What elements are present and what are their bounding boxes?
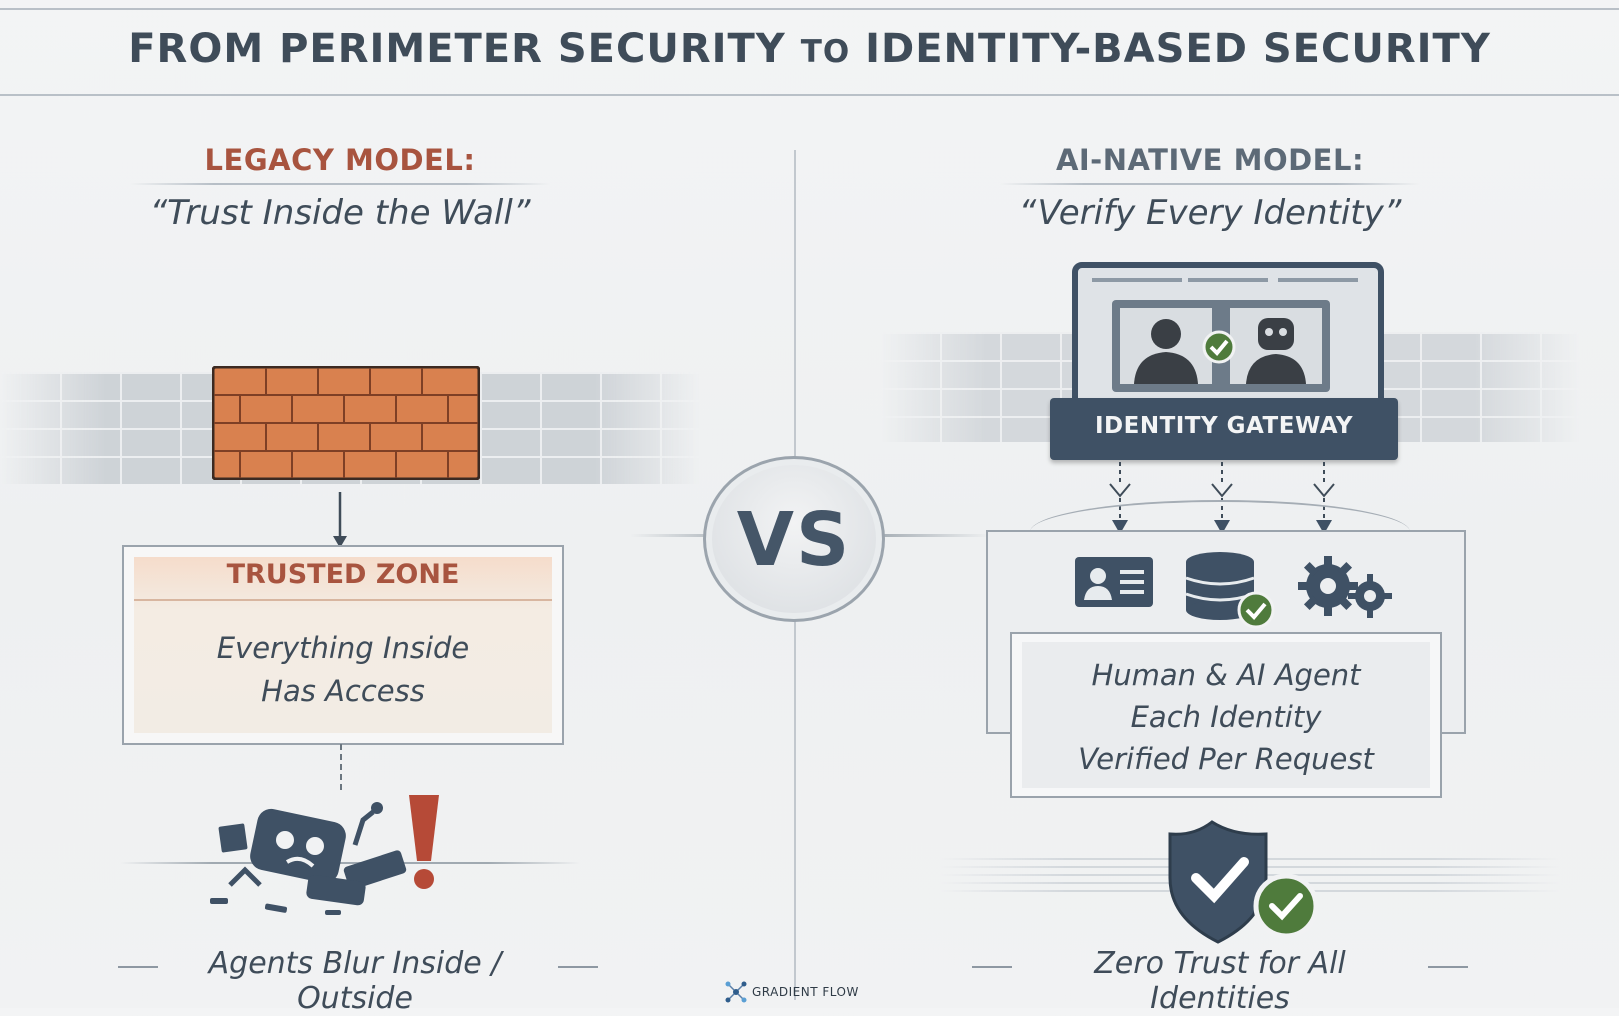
broken-robot-icon (205, 790, 475, 920)
brick-wall-icon (211, 365, 481, 481)
shield-check-icon (1162, 818, 1322, 946)
footer-dash-right-1 (972, 966, 1012, 968)
routing-arc (1030, 500, 1410, 532)
screen-bar-2 (1188, 278, 1268, 282)
ground-line (120, 862, 580, 864)
dashed-connector (340, 744, 344, 790)
trusted-zone-box: TRUSTED ZONE Everything Inside Has Acces… (122, 545, 564, 745)
trusted-zone-title: TRUSTED ZONE (226, 559, 460, 590)
brand-name: GRADIENT FLOW (752, 985, 859, 999)
vs-line-left (630, 534, 740, 537)
gears-icon (1296, 552, 1392, 622)
database-icon (1184, 550, 1280, 632)
ai-native-footer: Zero Trust for All Identities (1094, 946, 1346, 1016)
legacy-quote: “Trust Inside the Wall” (149, 193, 531, 233)
title-connector: TO (800, 34, 851, 70)
verification-line-1: Human & AI Agent (1091, 658, 1361, 692)
trusted-zone-line-2: Has Access (261, 674, 425, 708)
title-part-1: FROM PERIMETER SECURITY (128, 26, 786, 72)
human-icon (1120, 308, 1212, 384)
legacy-heading: LEGACY MODEL: (204, 143, 476, 177)
footer-dash-right-2 (1428, 966, 1468, 968)
title-underline (0, 94, 1619, 96)
exclamation-icon (405, 793, 441, 893)
robot-icon (1230, 308, 1322, 384)
ai-native-heading: AI-NATIVE MODEL: (1055, 143, 1365, 177)
top-rule (0, 8, 1619, 10)
identity-gateway-banner: IDENTITY GATEWAY (1050, 398, 1398, 460)
trusted-zone-rule (134, 599, 552, 601)
trusted-zone-fill (134, 557, 552, 733)
title-part-2: IDENTITY-BASED SECURITY (865, 26, 1491, 72)
vs-text: VS (736, 497, 852, 583)
legacy-footer: Agents Blur Inside / Outside (208, 946, 502, 1016)
legacy-heading-rule (130, 183, 550, 185)
verification-line-2: Each Identity (1130, 700, 1322, 734)
footer-dash-left-1 (118, 966, 158, 968)
ai-native-quote: “Verify Every Identity” (1018, 193, 1402, 233)
verification-fill (1022, 642, 1430, 788)
footer-dash-left-2 (558, 966, 598, 968)
screen-bar-1 (1092, 278, 1182, 282)
verification-box: Human & AI Agent Each Identity Verified … (1010, 632, 1442, 798)
gateway-label: IDENTITY GATEWAY (1094, 413, 1354, 439)
checkmark-icon (1202, 330, 1236, 364)
down-arrow-icon (330, 492, 350, 552)
gateway-screen (1072, 262, 1384, 424)
vs-badge: VS (703, 456, 885, 622)
trusted-zone-line-1: Everything Inside (216, 631, 470, 665)
identity-panel (1112, 300, 1330, 392)
verification-line-3: Verified Per Request (1078, 742, 1374, 776)
brand-logo-icon (724, 980, 748, 1004)
vs-line-right (880, 534, 990, 537)
screen-bar-3 (1278, 278, 1358, 282)
page-title: FROM PERIMETER SECURITY TO IDENTITY-BASE… (0, 26, 1619, 72)
id-card-icon (1074, 556, 1154, 608)
ai-native-heading-rule (1000, 183, 1420, 185)
